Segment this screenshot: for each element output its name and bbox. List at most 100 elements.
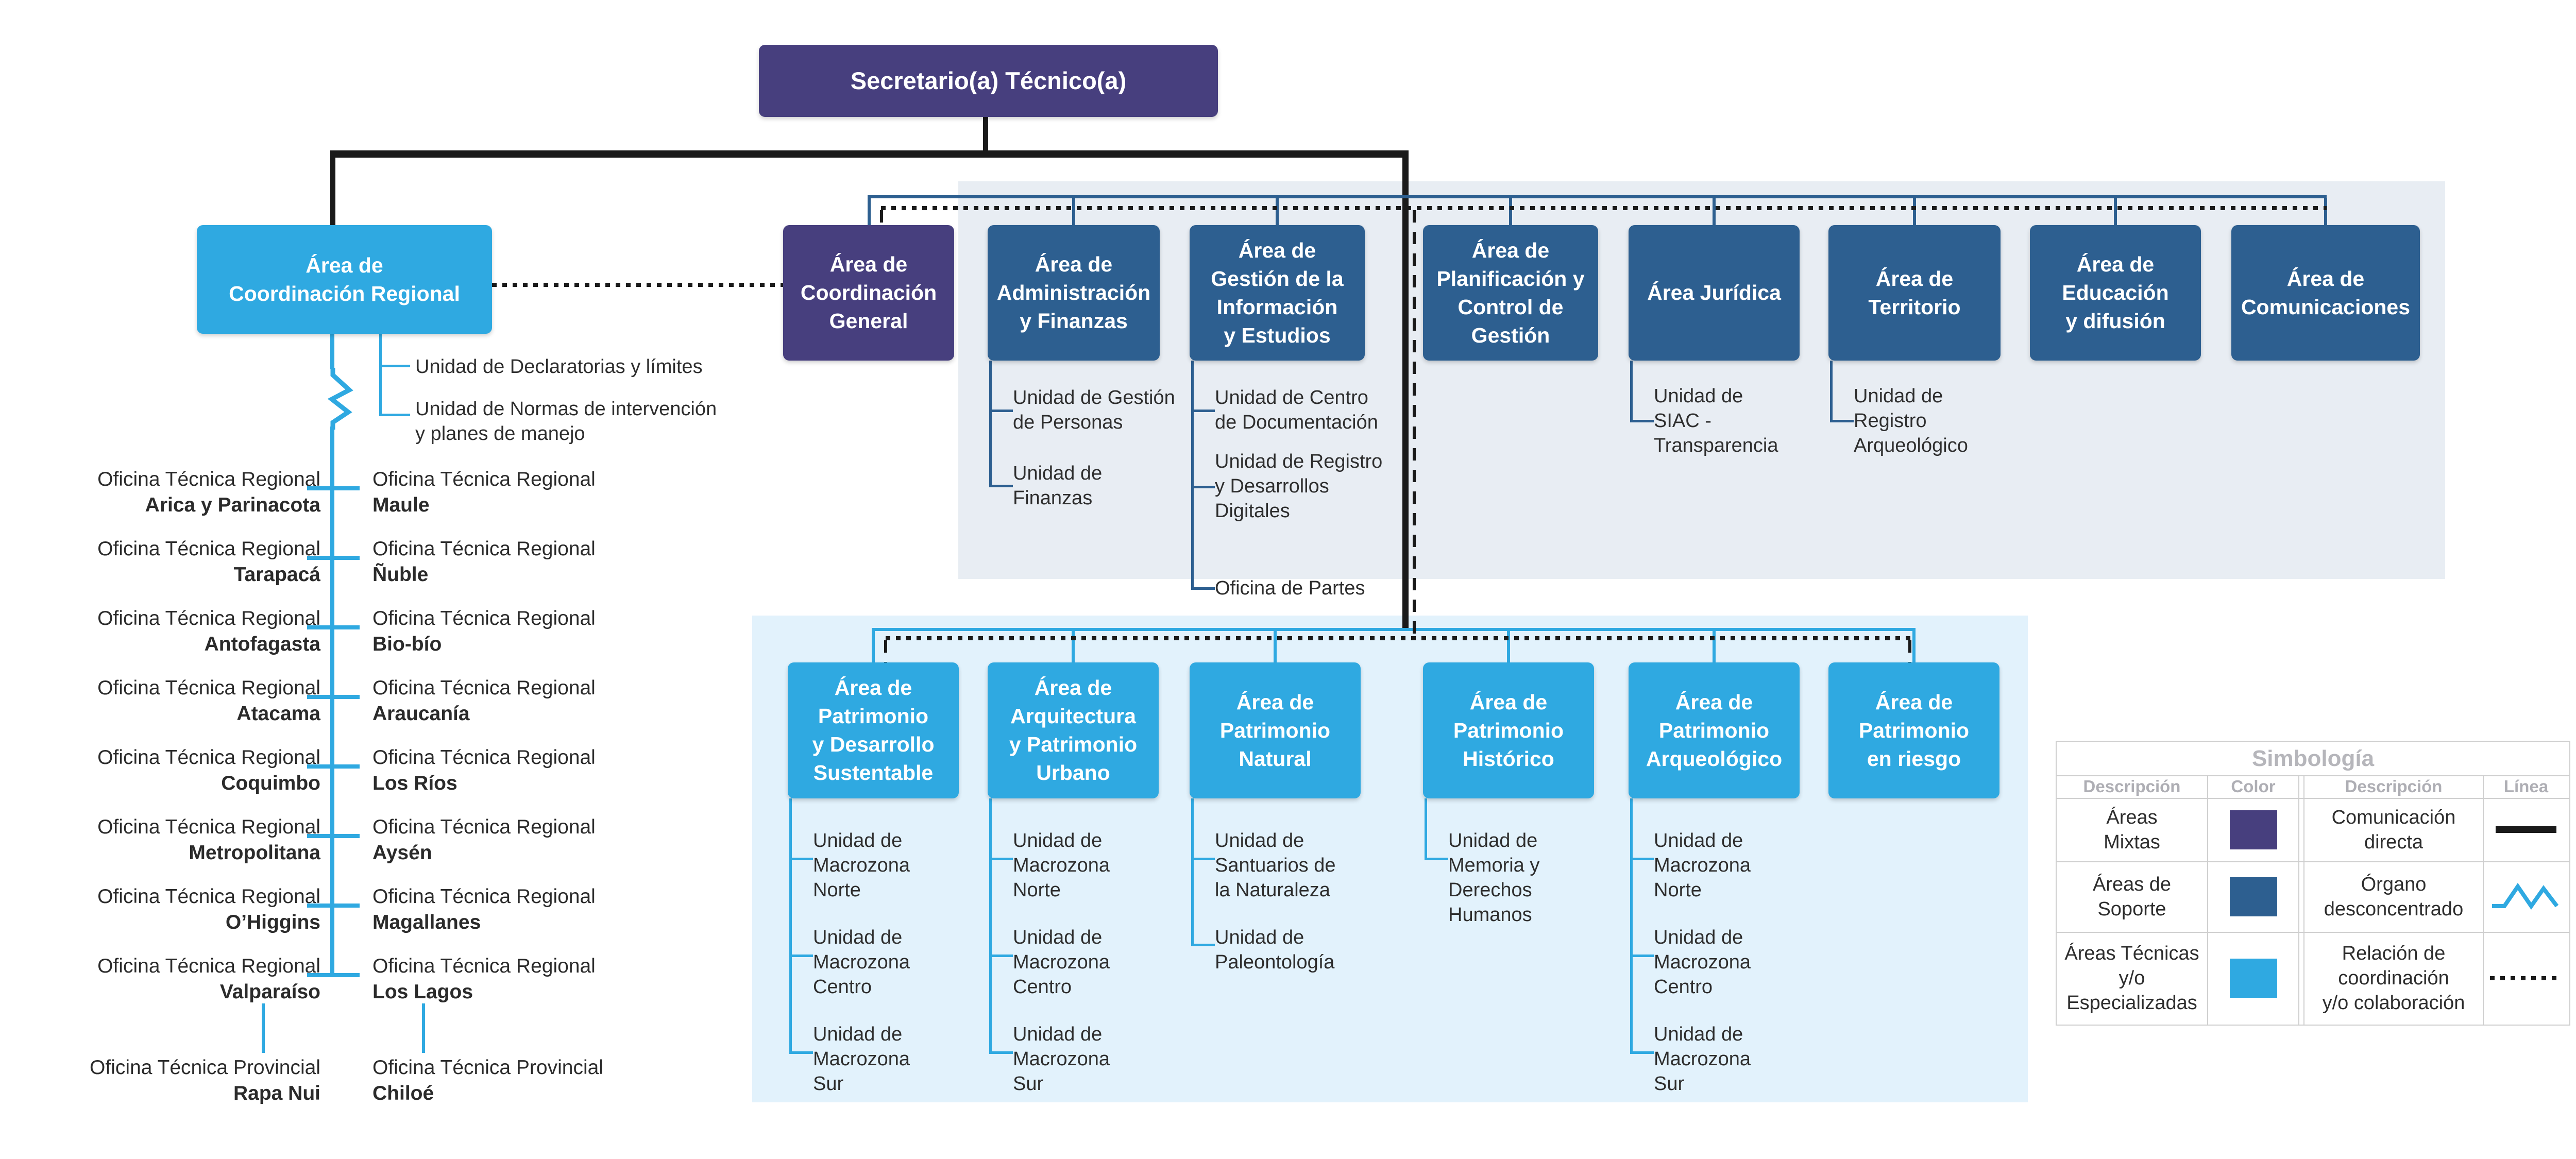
area-box-territorio: Área de Territorio	[1828, 225, 2001, 361]
legend-header-label: Descripción	[2345, 777, 2443, 796]
unit-tick-administracion-finanzas-0	[989, 410, 1013, 412]
unit-label-arquitectura-urbano-1: Unidad de Macrozona Centro	[1013, 927, 1110, 998]
drop-to-coordinacion-regional	[330, 158, 335, 225]
regional-spine-upper	[330, 334, 334, 369]
unit-label-territorio-0: Unidad de Registro Arqueológico	[1854, 385, 1968, 456]
legend-vline-1	[2298, 775, 2299, 1025]
unit-tick-patrimonio-sustentable-1	[789, 955, 813, 957]
legend-vline-3	[2483, 775, 2484, 1025]
legend-color-row-label: Áreas Mixtas	[2104, 806, 2160, 853]
area-box-gestion-informacion: Área de Gestión de la Información y Estu…	[1190, 225, 1365, 361]
unit-label-patrimonio-historico-0: Unidad de Memoria y Derechos Humanos	[1448, 830, 1540, 926]
units-bracket-territorio	[1830, 361, 1833, 420]
legend-header-label: Color	[2231, 777, 2276, 796]
unit-label-administracion-finanzas-0: Unidad de Gestión de Personas	[1013, 387, 1175, 433]
unit-tick-arquitectura-urbano-0	[989, 858, 1013, 860]
office-type-label: Oficina Técnica Regional	[97, 468, 320, 490]
office-type-label: Oficina Técnica Regional	[372, 677, 596, 699]
office-type-label: Oficina Técnica Regional	[372, 955, 596, 977]
office-type-label: Oficina Técnica Regional	[372, 468, 596, 490]
legend-color-swatch-0	[2229, 810, 2277, 849]
unit-tick-patrimonio-sustentable-2	[789, 1051, 813, 1054]
unit-tick-patrimonio-sustentable-0	[789, 858, 813, 860]
drop-to-technical-row	[1402, 158, 1409, 629]
support-row-stub-5	[1913, 198, 1916, 225]
office-region-name: Los Lagos	[372, 981, 473, 1003]
units-bracket-gestion-informacion	[1191, 361, 1194, 587]
regional-unit-tick-0	[379, 365, 410, 367]
technical-row-stub-3	[1507, 631, 1510, 662]
legend-line-cell-0	[2483, 798, 2569, 861]
area-box-arquitectura-urbano: Área de Arquitectura y Patrimonio Urbano	[988, 662, 1159, 798]
support-row-stub-2	[1276, 198, 1279, 225]
legend-line-row-label: Relación de coordinación y/o colaboració…	[2322, 943, 2465, 1014]
legend-line-cell-1	[2483, 861, 2569, 932]
area-box-coordinacion-general: Área de Coordinación General	[783, 225, 954, 361]
legend-desc-line-0: Comunicación directa	[2304, 798, 2483, 861]
support-row-stub-6	[2114, 198, 2117, 225]
area-label-coordinacion-regional: Área de Coordinación Regional	[229, 253, 460, 305]
area-box-patrimonio-sustentable: Área de Patrimonio y Desarrollo Sustenta…	[788, 662, 959, 798]
area-box-planificacion: Área de Planificación y Control de Gesti…	[1423, 225, 1598, 361]
root-drop-line	[983, 117, 988, 150]
unit-tick-patrimonio-natural-0	[1191, 858, 1215, 860]
legend-header-label: Línea	[2503, 777, 2549, 796]
office-type-label: Oficina Técnica Regional	[97, 955, 320, 977]
root-horizontal-bar	[330, 150, 1409, 158]
unit-label-patrimonio-arqueologico-2: Unidad de Macrozona Sur	[1654, 1024, 1751, 1095]
office-row-tick-0	[307, 486, 360, 490]
office-row-tick-5	[307, 834, 360, 838]
office-type-label: Oficina Técnica Regional	[372, 538, 596, 560]
area-box-patrimonio-historico: Área de Patrimonio Histórico	[1423, 662, 1594, 798]
office-type-label: Oficina Técnica Regional	[97, 607, 320, 629]
office-region-name: Ñuble	[372, 564, 429, 586]
office-row-tick-7	[307, 973, 360, 977]
unit-label-patrimonio-sustentable-2: Unidad de Macrozona Sur	[813, 1024, 910, 1095]
dashed-stub-general	[880, 210, 883, 225]
unit-tick-arquitectura-urbano-1	[989, 955, 1013, 957]
office-region-name: Bio-bío	[372, 633, 442, 655]
office-row-tick-6	[307, 904, 360, 908]
legend-hline-3	[2057, 932, 2569, 933]
unit-label-patrimonio-natural-0: Unidad de Santuarios de la Naturaleza	[1215, 830, 1336, 901]
legend-desc-color-2: Áreas Técnicas y/o Especializadas	[2057, 932, 2207, 1025]
unit-tick-patrimonio-historico-0	[1425, 858, 1448, 860]
provincial-left-drop	[262, 1003, 265, 1053]
support-row-stub-1	[1072, 198, 1075, 225]
provincial-right-drop	[422, 1003, 425, 1053]
legend-line-row-label: Comunicación directa	[2331, 806, 2456, 853]
regional-spine-lower	[330, 427, 334, 975]
office-type-label: Oficina Técnica Regional	[97, 746, 320, 769]
office-region-name: Magallanes	[372, 911, 481, 933]
unit-label-patrimonio-arqueologico-0: Unidad de Macrozona Norte	[1654, 830, 1751, 901]
unit-label-patrimonio-sustentable-1: Unidad de Macrozona Centro	[813, 927, 910, 998]
area-box-comunicaciones: Área de Comunicaciones	[2231, 225, 2420, 361]
office-region-name: Metropolitana	[189, 842, 320, 864]
legend-desc-line-2: Relación de coordinación y/o colaboració…	[2304, 932, 2483, 1025]
office-region-name: Rapa Nui	[233, 1082, 320, 1104]
unit-tick-patrimonio-arqueologico-0	[1630, 858, 1654, 860]
unit-label-juridica-0: Unidad de SIAC - Transparencia	[1654, 385, 1778, 456]
area-box-juridica: Área Jurídica	[1629, 225, 1800, 361]
office-type-label: Oficina Técnica Provincial	[372, 1056, 603, 1079]
legend-color-swatch-1	[2229, 877, 2277, 916]
office-region-name: Coquimbo	[221, 772, 320, 794]
legend-header-3: Línea	[2483, 775, 2569, 798]
units-bracket-patrimonio-historico	[1425, 798, 1427, 858]
area-box-educacion: Área de Educación y difusión	[2030, 225, 2201, 361]
legend-header-label: Descripción	[2083, 777, 2181, 796]
technical-areas-panel	[752, 616, 2028, 1102]
legend-zigzag-line-icon	[2492, 882, 2559, 910]
office-region-name: O’Higgins	[225, 911, 320, 933]
legend-solid-line-icon	[2496, 826, 2556, 833]
